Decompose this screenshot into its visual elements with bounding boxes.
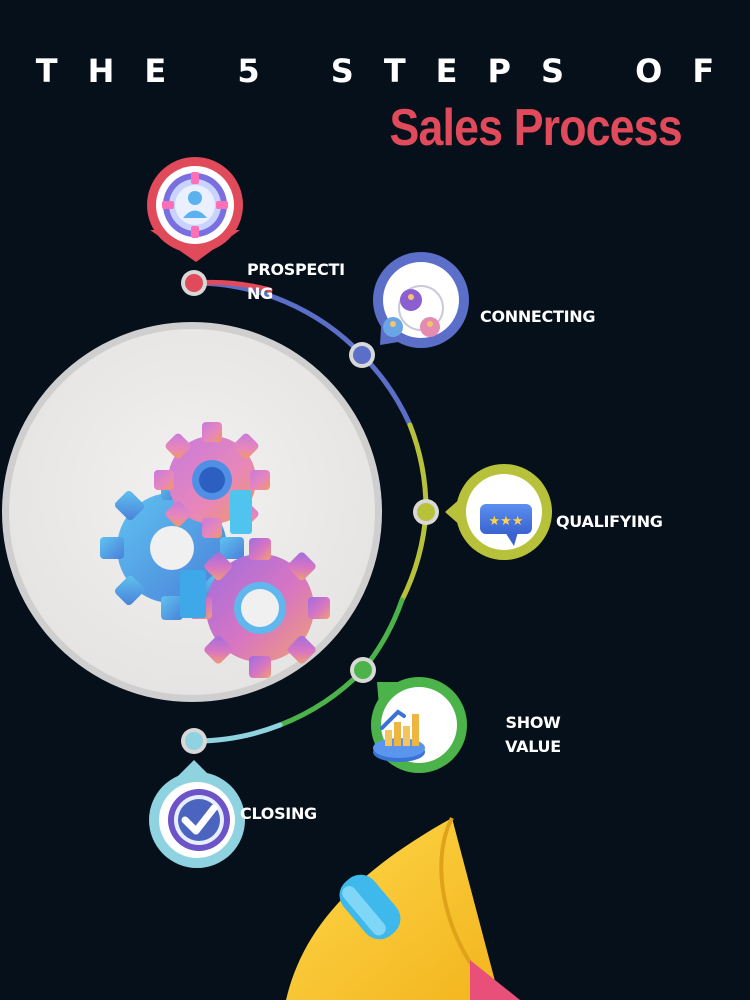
step-label-connecting: CONNECTING [480,307,596,326]
megaphone-icon [286,817,520,1000]
step-label-show-value: SHOW VALUE [505,713,561,756]
step-node-connecting [349,342,375,368]
step-node-show-value [350,657,376,683]
step-node-prospecting [181,270,207,296]
target-user-icon [147,157,243,262]
page-title: Sales Process [389,99,683,157]
gears-icon [100,422,330,678]
step-node-closing [181,728,207,754]
checkmark-icon [149,760,245,868]
step-label-prospecting: PROSPECTING [247,260,345,303]
step-label-qualifying: QUALIFYING [556,512,663,531]
step-label-closing: CLOSING [240,804,317,823]
svg-text:★★★: ★★★ [489,514,524,529]
kicker-title: THE 5 STEPS OF [35,52,745,90]
step-node-qualifying [413,499,439,525]
growth-chart-icon [371,677,467,773]
network-people-icon [373,252,469,348]
rating-stars-icon: ★★★ [445,464,552,560]
